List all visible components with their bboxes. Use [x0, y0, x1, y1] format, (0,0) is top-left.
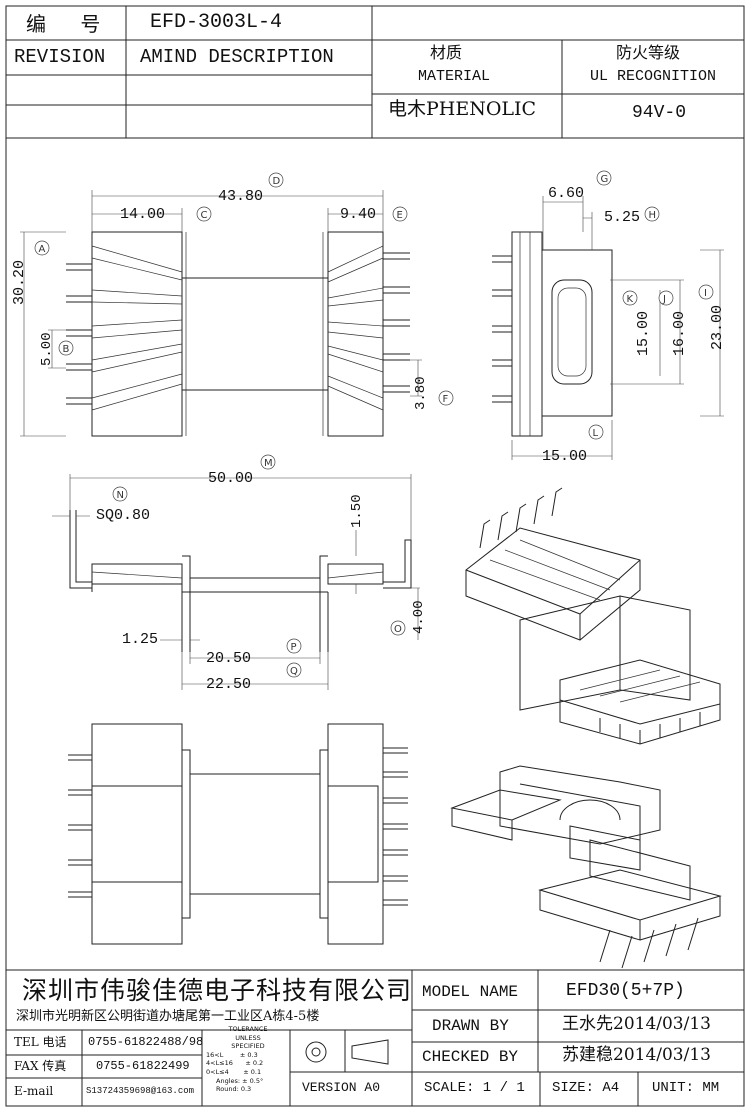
version: VERSION A0 — [302, 1080, 381, 1095]
svg-text:K: K — [627, 294, 634, 305]
tol-line: 4<L≤16 ± 0.2 — [206, 1059, 264, 1068]
svg-text:P: P — [291, 642, 297, 653]
material-en: MATERIAL — [418, 68, 491, 85]
svg-text:O: O — [394, 624, 402, 635]
callout-L: L — [588, 424, 604, 440]
svg-text:L: L — [593, 428, 599, 439]
callout-J: J — [658, 290, 674, 306]
dim-1-25: 1.25 — [122, 631, 159, 648]
callout-C: C — [196, 206, 212, 222]
header-grid — [5, 5, 745, 1107]
tolerance-table: TOLERANCE UNLESS SPECIFIED 16<L ± 0.3 4<… — [206, 1025, 290, 1094]
callout-P: P — [286, 638, 302, 654]
svg-text:H: H — [649, 210, 657, 221]
size: SIZE: A4 — [552, 1080, 620, 1096]
svg-text:F: F — [443, 394, 449, 405]
dim-M: 50.00 — [208, 470, 254, 487]
tol-line: 16<L ± 0.3 — [206, 1050, 258, 1059]
callout-I: I — [698, 284, 714, 300]
isometric-view-1 — [465, 487, 721, 745]
tol-line: Round: 0.3 — [216, 1085, 252, 1094]
dim-P: 20.50 — [206, 650, 252, 667]
dim-G: 6.60 — [548, 185, 585, 202]
dim-Q: 22.50 — [206, 676, 252, 693]
callout-B: B — [58, 340, 74, 356]
unit: UNIT: MM — [652, 1080, 720, 1096]
svg-text:Q: Q — [290, 666, 298, 677]
scale: SCALE: 1 / 1 — [424, 1080, 525, 1096]
ul-en: UL RECOGNITION — [590, 68, 717, 85]
drawn-label: DRAWN BY — [432, 1017, 509, 1035]
tel-value: 0755-61822488/98 — [88, 1035, 204, 1049]
tol-line: 0<L≤4 ± 0.1 — [206, 1067, 262, 1076]
checked-value: 苏建稳2014/03/13 — [562, 1045, 711, 1065]
svg-text:C: C — [201, 210, 208, 221]
callout-N: N — [112, 486, 128, 502]
callout-D: D — [268, 172, 284, 188]
tol-line: TOLERANCE — [228, 1025, 268, 1033]
ul-value: 94V-0 — [632, 103, 687, 123]
part-number: EFD-3003L-4 — [150, 11, 283, 34]
view-top-left — [20, 190, 422, 437]
title-block-grid — [6, 969, 744, 1106]
email-label: E-mail — [14, 1084, 54, 1098]
tol-line: SPECIFIED — [231, 1042, 265, 1051]
fax-label: FAX 传真 — [14, 1059, 67, 1073]
ul-cn: 防火等级 — [616, 43, 681, 62]
tol-line: Angles: ± 0.5° — [216, 1076, 264, 1085]
dim-D: 43.80 — [218, 188, 264, 205]
svg-text:G: G — [601, 174, 609, 185]
isometric-view-2 — [450, 765, 722, 969]
svg-text:N: N — [117, 490, 124, 501]
svg-text:I: I — [704, 288, 707, 299]
company-name: 深圳市伟骏佳德电子科技有限公司 — [22, 976, 413, 1005]
svg-text:D: D — [273, 176, 281, 187]
code-label: 编 号 — [26, 12, 115, 36]
view-front — [52, 474, 420, 690]
tel-label: TEL 电话 — [14, 1035, 67, 1049]
view-bottom — [68, 723, 408, 945]
callout-G: G — [596, 170, 612, 186]
revision-label: REVISION — [14, 46, 106, 68]
svg-text:B: B — [63, 344, 70, 355]
email-value: S13724359698@163.com — [86, 1086, 195, 1096]
callout-K: K — [622, 290, 638, 306]
dim-N: SQ0.80 — [96, 507, 151, 524]
dim-L: 15.00 — [542, 448, 588, 465]
callout-H: H — [644, 206, 660, 222]
callout-F: F — [438, 390, 454, 406]
svg-text:A: A — [39, 244, 46, 255]
checked-label: CHECKED BY — [422, 1048, 519, 1066]
description-label: AMIND DESCRIPTION — [140, 46, 334, 68]
model-value: EFD30(5+7P) — [566, 981, 685, 1001]
callout-M: M — [260, 454, 276, 470]
model-label: MODEL NAME — [422, 983, 519, 1001]
material-cn: 材质 — [430, 43, 463, 62]
callout-Q: Q — [286, 662, 302, 678]
svg-text:E: E — [397, 210, 403, 221]
tol-line: UNLESS — [235, 1033, 261, 1042]
dim-C: 14.00 — [120, 206, 166, 223]
view-side — [492, 196, 724, 460]
fax-value: 0755-61822499 — [96, 1059, 190, 1073]
callout-E: E — [392, 206, 408, 222]
dim-E: 9.40 — [340, 206, 377, 223]
material-value: 电木PHENOLIC — [388, 98, 537, 120]
dim-H: 5.25 — [604, 209, 641, 226]
company-address: 深圳市光明新区公明街道办塘尾第一工业区A栋4-5楼 — [16, 1009, 320, 1024]
callout-O: O — [390, 620, 406, 636]
drawn-value: 王水先2014/03/13 — [562, 1014, 711, 1034]
svg-text:J: J — [662, 294, 666, 305]
callout-A: A — [34, 240, 50, 256]
svg-text:M: M — [264, 458, 273, 469]
